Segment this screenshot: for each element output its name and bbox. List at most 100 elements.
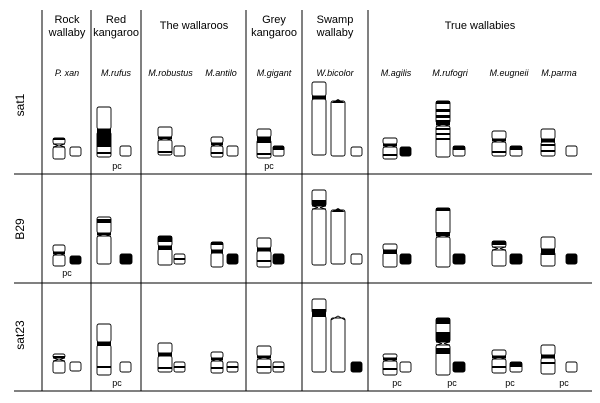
- chr-pxan-long-arm: [52, 360, 66, 374]
- hybridization-band: [97, 342, 111, 346]
- small-chromosome: [69, 361, 82, 372]
- chr-rufus-long-arm: [96, 344, 112, 376]
- group-header-swamp: Swamp wallaby: [316, 14, 354, 39]
- hybridization-band: [492, 356, 506, 358]
- chr-parma-long-arm: [540, 357, 556, 375]
- hybridization-band: [541, 249, 555, 255]
- small-chromosome-dark: [69, 255, 82, 265]
- hybridization-band: [257, 366, 271, 368]
- chr-bicolor-1-short-arm: [311, 81, 327, 97]
- hybridization-band: [436, 318, 450, 324]
- row-label-b29: B29: [13, 218, 27, 240]
- hybridization-band: [312, 200, 326, 206]
- hybridization-band: [492, 366, 506, 368]
- chr-bicolor-1-long-arm: [311, 98, 327, 156]
- species-label: P. xan: [54, 68, 80, 78]
- chr-bicolor-1-long-arm: [311, 208, 327, 266]
- small-chromosome-dark: [350, 361, 363, 373]
- hybridization-band: [436, 101, 450, 104]
- small-chromosome-dark: [565, 253, 578, 265]
- hybridization-band: [158, 367, 172, 369]
- species-label: W.bicolor: [316, 68, 354, 78]
- group-header-red: Red kangaroo: [93, 14, 139, 39]
- hybridization-band: [211, 250, 223, 253]
- hybridization-band: [436, 232, 450, 236]
- chr-agilis-short-arm: [382, 137, 398, 145]
- hybridization-band: [383, 144, 397, 146]
- chr-bicolor-2: [330, 209, 346, 265]
- chr-robustus-long-arm: [157, 355, 173, 373]
- hybridization-band: [541, 362, 555, 364]
- small-chromosome: [399, 361, 412, 373]
- hybridization-band: [383, 250, 397, 254]
- hybridization-band: [541, 355, 555, 358]
- chr-eugneii-centromere: [491, 246, 507, 251]
- chr-rufogri-centromere: [435, 341, 451, 346]
- species-label: M.rufus: [100, 68, 131, 78]
- row-label-sat23: sat23: [13, 320, 27, 350]
- species-label: M.parma: [541, 68, 577, 78]
- hybridization-band: [174, 258, 185, 260]
- chr-antilo-long-arm: [210, 145, 224, 158]
- chr-parma-short-arm: [540, 236, 556, 250]
- hybridization-band: [158, 246, 172, 250]
- pc-label: pc: [112, 378, 122, 388]
- hybridization-band: [97, 219, 111, 223]
- hybridization-band: [312, 309, 326, 317]
- chr-rufus-long-arm: [96, 235, 112, 265]
- chr-pxan-centromere: [52, 143, 66, 148]
- chr-eugneii-short-arm: [491, 130, 507, 140]
- hybridization-band: [174, 366, 185, 368]
- chr-agilis-short-arm: [382, 353, 398, 359]
- chr-pxan-long-arm: [52, 146, 66, 160]
- small-chromosome: [565, 145, 578, 157]
- chr-rufogri-short-arm: [435, 207, 451, 235]
- hybridization-band: [383, 368, 397, 370]
- species-label: M.eugneii: [489, 68, 529, 78]
- hybridization-band: [227, 366, 238, 368]
- species-label: M.gigant: [256, 68, 292, 78]
- hybridization-band: [97, 366, 111, 368]
- species-label: M.agilis: [380, 68, 412, 78]
- hybridization-band: [273, 366, 284, 368]
- small-chromosome-dark: [119, 253, 133, 265]
- hybridization-band: [436, 109, 450, 112]
- hybridization-band: [331, 99, 345, 103]
- chr-eugneii-short-arm: [491, 349, 507, 357]
- chr-agilis-long-arm: [382, 146, 398, 160]
- chr-pxan-long-arm: [52, 254, 66, 267]
- chr-eugneii-long-arm: [491, 141, 507, 157]
- hybridization-band: [158, 236, 172, 242]
- chr-pxan-short-arm: [52, 244, 66, 253]
- chr-agilis-short-arm: [382, 243, 398, 251]
- hybridization-band: [257, 248, 271, 251]
- small-chromosome: [119, 361, 132, 373]
- small-chromosome: [173, 145, 186, 157]
- hybridization-band: [383, 358, 397, 360]
- hybridization-band: [541, 144, 555, 146]
- hybridization-band: [53, 138, 65, 140]
- hybridization-band: [257, 137, 271, 143]
- hybridization-band: [492, 241, 506, 245]
- chr-gigant-short-arm: [256, 345, 272, 357]
- hybridization-band: [492, 151, 506, 153]
- small-chromosome: [119, 145, 132, 157]
- hybridization-band: [436, 120, 450, 125]
- group-header-grey: Grey kangaroo: [251, 14, 297, 39]
- hybridization-band: [436, 208, 450, 211]
- chr-rufogri-long-arm: [435, 125, 451, 158]
- species-label: M.rufogri: [432, 68, 468, 78]
- chr-bicolor-1-centromere: [311, 205, 327, 210]
- chr-antilo-long-arm: [210, 252, 224, 268]
- chr-gigant-short-arm: [256, 128, 272, 138]
- small-chromosome: [565, 361, 578, 373]
- hybridization-band: [510, 362, 522, 367]
- hybridization-band: [453, 146, 465, 150]
- hybridization-band: [541, 150, 555, 152]
- small-chromosome-dark: [452, 253, 466, 265]
- small-chromosome-dark: [399, 253, 412, 265]
- chr-rufus-short-arm: [96, 323, 112, 343]
- hybridization-band: [436, 332, 450, 342]
- pc-label: pc: [264, 161, 274, 171]
